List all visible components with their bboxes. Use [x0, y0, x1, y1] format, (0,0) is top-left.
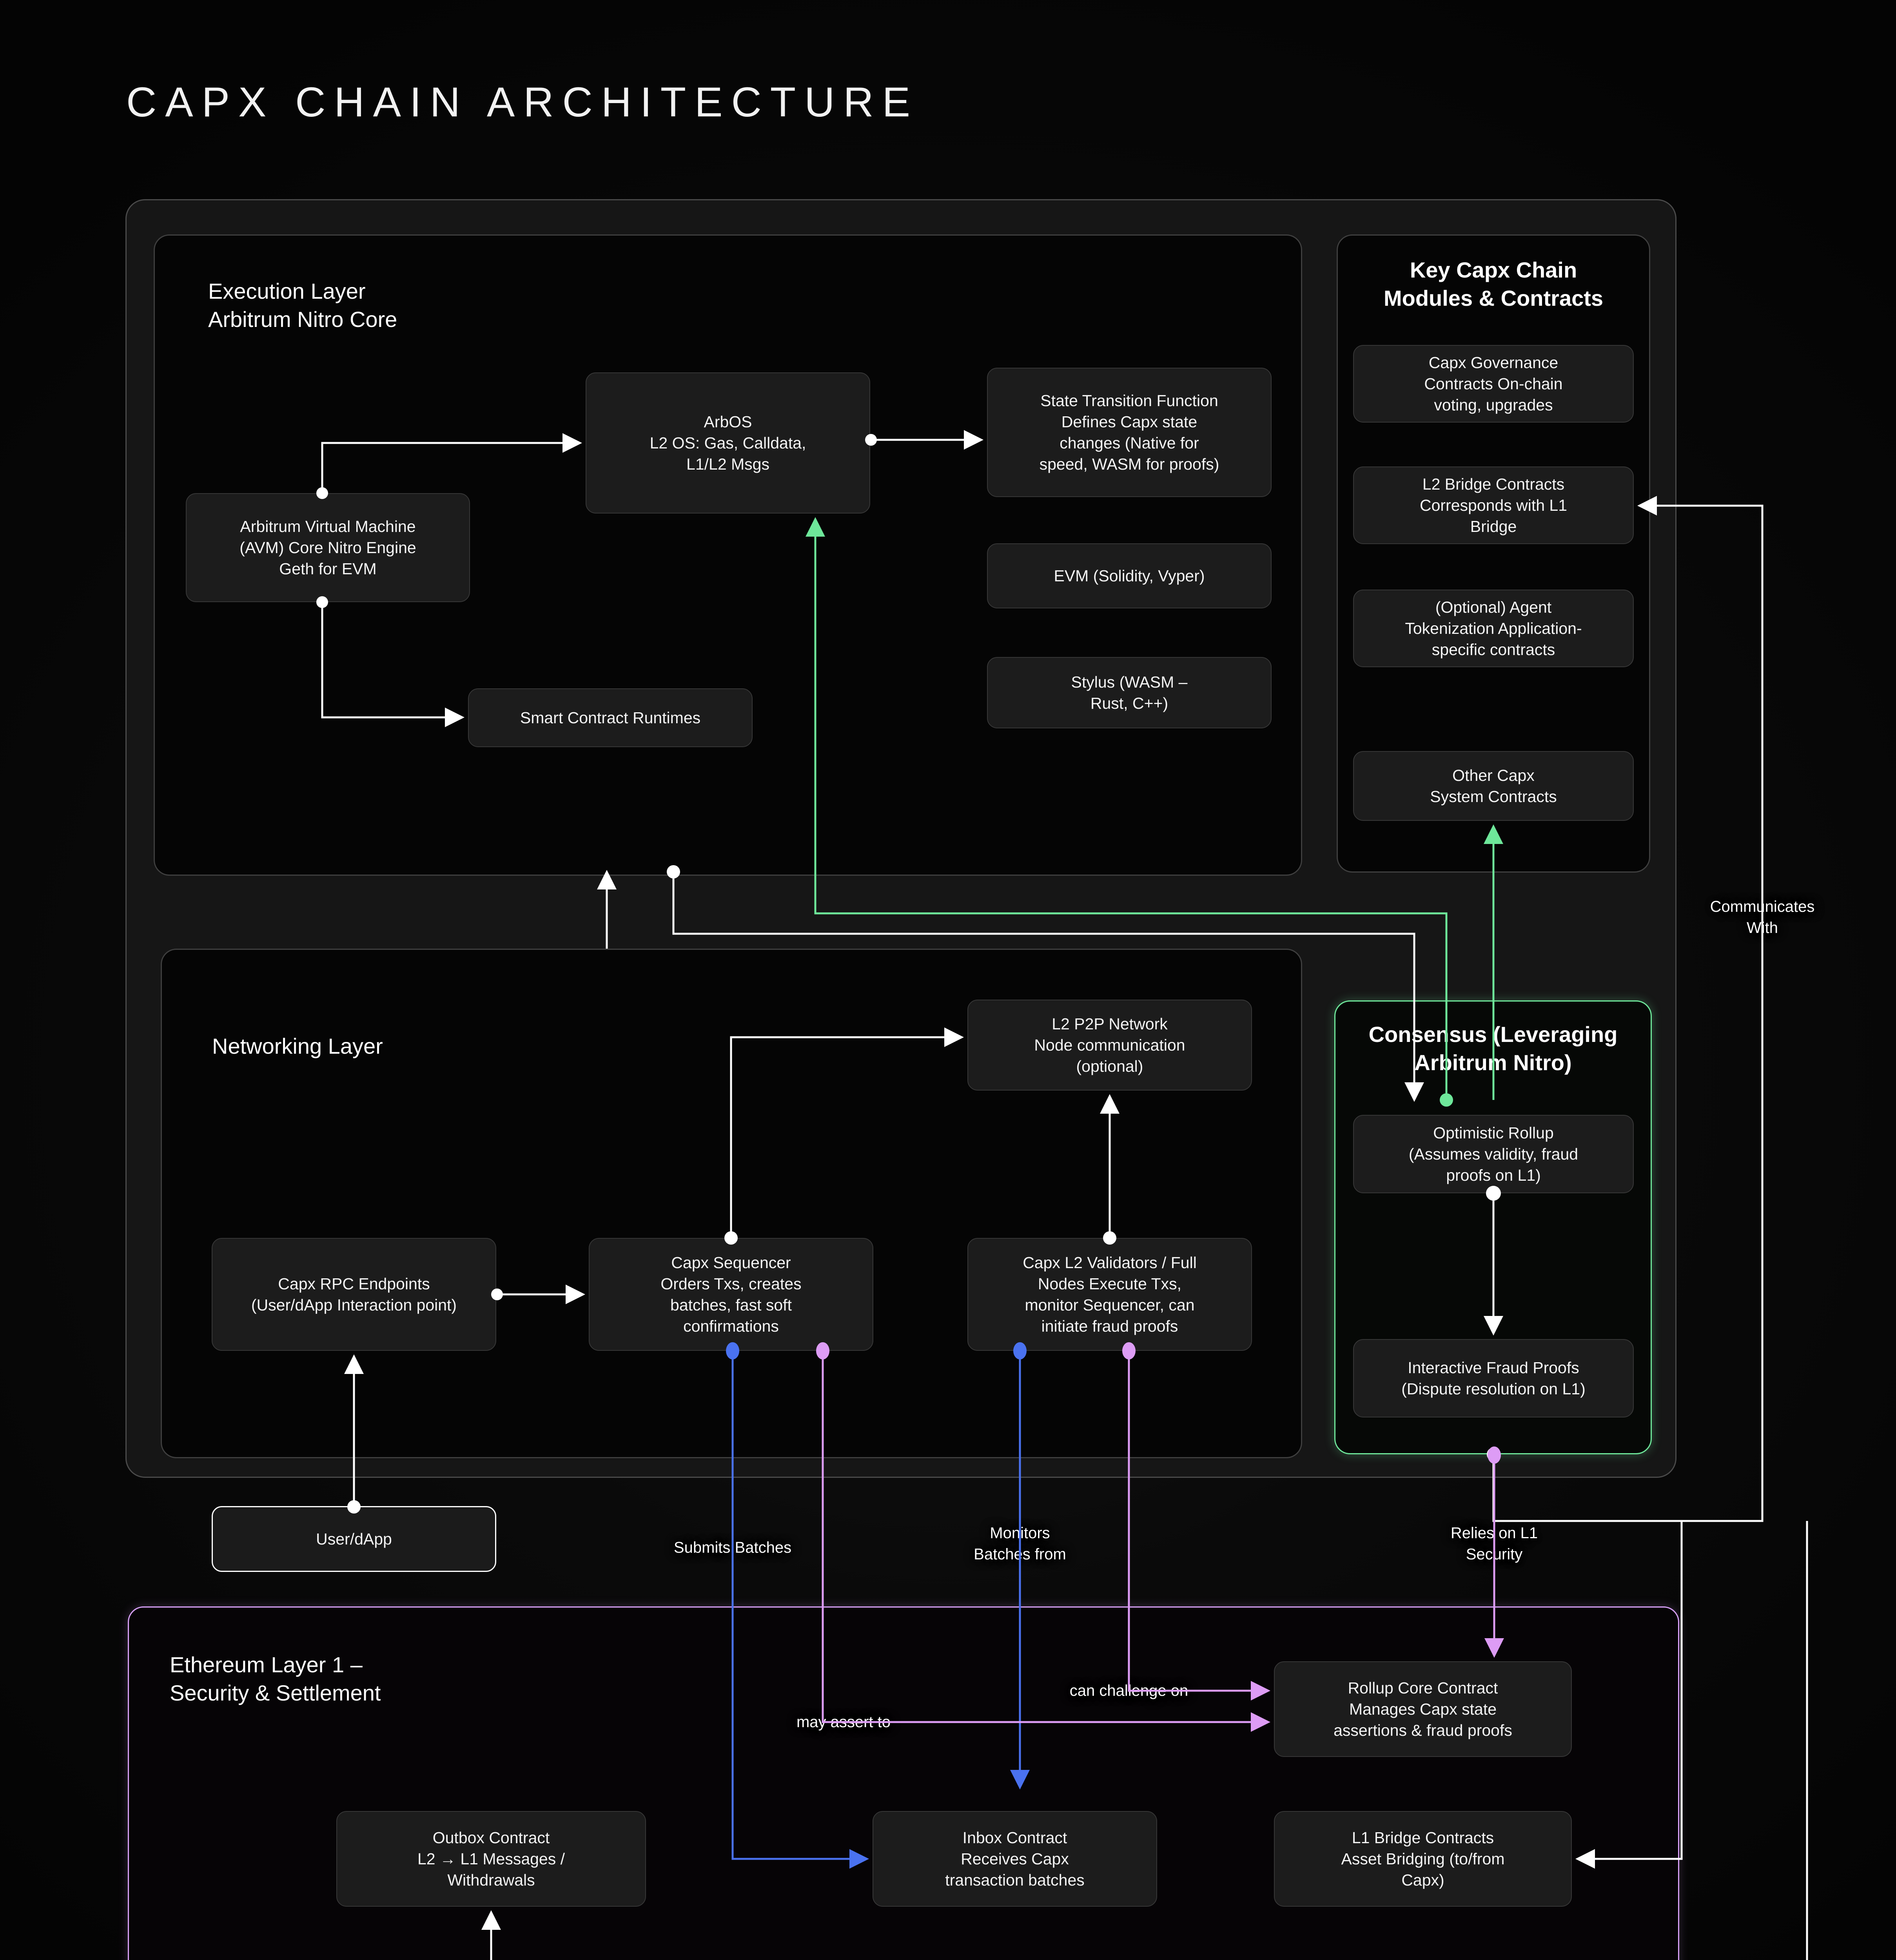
ethereum-l1-panel: Ethereum Layer 1 – Security & Settlement [128, 1606, 1679, 1960]
node-user-dapp[interactable]: User/dApp [212, 1506, 496, 1572]
node-capx-sequencer[interactable]: Capx Sequencer Orders Txs, creates batch… [589, 1238, 873, 1351]
node-rollup-core-contract[interactable]: Rollup Core Contract Manages Capx state … [1274, 1661, 1572, 1757]
node-capx-governance-contracts[interactable]: Capx Governance Contracts On-chain votin… [1353, 345, 1634, 423]
modules-contracts-title: Key Capx Chain Modules & Contracts [1383, 258, 1604, 310]
networking-layer-title: Networking Layer [212, 1034, 383, 1058]
node-state-transition-function[interactable]: State Transition Function Defines Capx s… [987, 368, 1272, 497]
node-avm[interactable]: Arbitrum Virtual Machine (AVM) Core Nitr… [186, 493, 470, 602]
node-interactive-fraud-proofs[interactable]: Interactive Fraud Proofs (Dispute resolu… [1353, 1339, 1634, 1417]
edge-label-submits-batches: Submits Batches [673, 1539, 792, 1556]
node-evm[interactable]: EVM (Solidity, Vyper) [987, 543, 1272, 608]
edge-label-can-challenge-on: can challenge on [1069, 1682, 1188, 1699]
node-agent-tokenization[interactable]: (Optional) Agent Tokenization Applicatio… [1353, 590, 1634, 667]
node-capx-rpc-endpoints[interactable]: Capx RPC Endpoints (User/dApp Interactio… [212, 1238, 496, 1351]
edge-label-relies-on-l1-security: Relies on L1 Security [1450, 1524, 1538, 1563]
node-other-system-contracts[interactable]: Other Capx System Contracts [1353, 751, 1634, 821]
ethereum-l1-title: Ethereum Layer 1 – Security & Settlement [170, 1652, 381, 1705]
edge-label-monitors-batches-from: Monitors Batches from [974, 1524, 1066, 1563]
node-inbox-contract[interactable]: Inbox Contract Receives Capx transaction… [873, 1811, 1157, 1907]
node-smart-contract-runtimes[interactable]: Smart Contract Runtimes [468, 688, 753, 747]
node-optimistic-rollup[interactable]: Optimistic Rollup (Assumes validity, fra… [1353, 1115, 1634, 1193]
node-stylus[interactable]: Stylus (WASM – Rust, C++) [987, 657, 1272, 728]
consensus-title: Consensus (Leveraging Arbitrum Nitro) [1368, 1022, 1618, 1075]
node-outbox-contract[interactable]: Outbox Contract L2 → L1 Messages / Withd… [336, 1811, 646, 1907]
node-l1-bridge-contracts[interactable]: L1 Bridge Contracts Asset Bridging (to/f… [1274, 1811, 1572, 1907]
edge-label-may-assert-to: may assert to [796, 1713, 891, 1731]
node-arbos[interactable]: ArbOS L2 OS: Gas, Calldata, L1/L2 Msgs [586, 372, 870, 514]
node-l2-bridge-contracts[interactable]: L2 Bridge Contracts Corresponds with L1 … [1353, 466, 1634, 544]
node-l2-p2p-network[interactable]: L2 P2P Network Node communication (optio… [967, 1000, 1252, 1091]
node-capx-l2-validators[interactable]: Capx L2 Validators / Full Nodes Execute … [967, 1238, 1252, 1351]
edge-label-communicates-with: Communicates With [1710, 898, 1815, 936]
execution-layer-title: Execution Layer Arbitrum Nitro Core [208, 279, 397, 332]
page-title: CAPX CHAIN ARCHITECTURE [126, 78, 919, 125]
